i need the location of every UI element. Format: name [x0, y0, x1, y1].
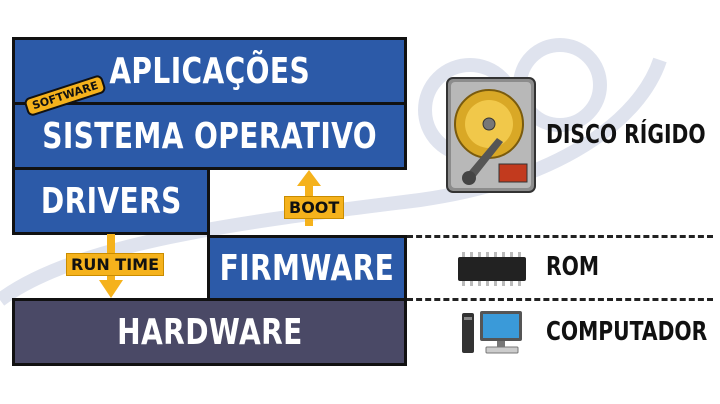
run-time-label: RUN TIME	[66, 253, 164, 276]
computer-icon	[462, 311, 522, 354]
rom-label: ROM	[546, 252, 600, 282]
separator-line	[407, 298, 713, 301]
layer-aplicacoes-label: APLICAÇÕES	[109, 50, 310, 92]
layer-drivers: DRIVERS	[12, 167, 210, 235]
layer-hardware-label: HARDWARE	[116, 311, 303, 353]
separator-line	[407, 235, 713, 238]
computador-label: COMPUTADOR	[546, 317, 708, 347]
layer-sistema-operativo: SISTEMA OPERATIVO	[12, 102, 407, 170]
layer-sistema-operativo-label: SISTEMA OPERATIVO	[42, 115, 377, 157]
rom-chip-icon	[458, 252, 526, 286]
boot-label: BOOT	[284, 196, 345, 219]
hard-disk-icon	[446, 77, 536, 193]
disco-rigido-label: DISCO RÍGIDO	[546, 120, 706, 150]
layer-firmware: FIRMWARE	[207, 235, 407, 301]
layer-drivers-label: DRIVERS	[40, 180, 182, 222]
layer-firmware-label: FIRMWARE	[219, 247, 395, 289]
layer-hardware: HARDWARE	[12, 298, 407, 366]
